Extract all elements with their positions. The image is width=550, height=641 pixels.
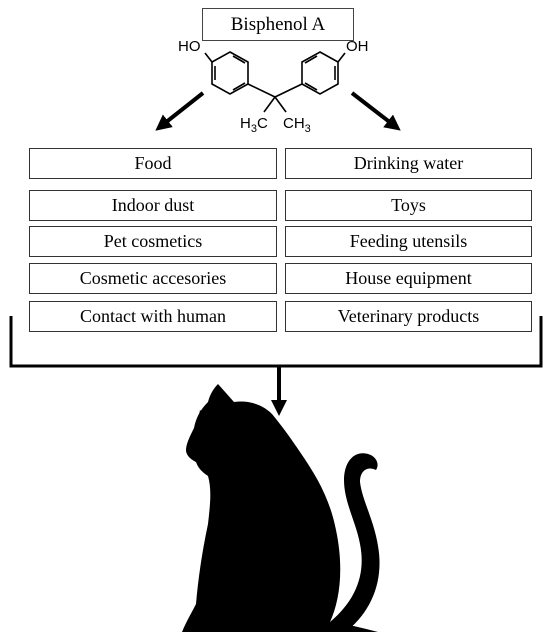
bisphenol-a-structure bbox=[204, 51, 346, 113]
source-box-feeding-utensils: Feeding utensils bbox=[285, 226, 532, 257]
source-label: Food bbox=[134, 153, 172, 173]
source-box-food: Food bbox=[29, 148, 277, 179]
arrow-left bbox=[155, 91, 205, 131]
source-label: Contact with human bbox=[80, 306, 226, 326]
source-box-pet-cosmetics: Pet cosmetics bbox=[29, 226, 277, 257]
title-label: Bisphenol A bbox=[230, 13, 326, 35]
source-label: Indoor dust bbox=[111, 195, 195, 215]
title-box: Bisphenol A bbox=[202, 8, 354, 41]
arrow-right bbox=[350, 91, 401, 131]
source-box-indoor-dust: Indoor dust bbox=[29, 190, 277, 221]
source-box-toys: Toys bbox=[285, 190, 532, 221]
source-label: Veterinary products bbox=[337, 306, 480, 326]
source-box-drinking-water: Drinking water bbox=[285, 148, 532, 179]
hydroxyl-left-label: HO bbox=[178, 38, 201, 55]
bracket-line bbox=[9, 316, 543, 368]
source-box-contact-with-human: Contact with human bbox=[29, 301, 277, 332]
source-box-veterinary-products: Veterinary products bbox=[285, 301, 532, 332]
source-label: Drinking water bbox=[353, 153, 464, 173]
cat-silhouette-icon bbox=[182, 384, 380, 632]
source-box-house-equipment: House equipment bbox=[285, 263, 532, 294]
methyl-right-label: CH3 bbox=[283, 115, 311, 135]
source-label: House equipment bbox=[345, 268, 472, 288]
source-box-cosmetic-accesories: Cosmetic accesories bbox=[29, 263, 277, 294]
source-label: Cosmetic accesories bbox=[79, 268, 227, 288]
source-label: Feeding utensils bbox=[349, 231, 468, 251]
methyl-left-label: H3C bbox=[240, 115, 268, 135]
source-label: Toys bbox=[391, 195, 426, 215]
source-label: Pet cosmetics bbox=[103, 231, 203, 251]
hydroxyl-right-label: OH bbox=[346, 38, 369, 55]
